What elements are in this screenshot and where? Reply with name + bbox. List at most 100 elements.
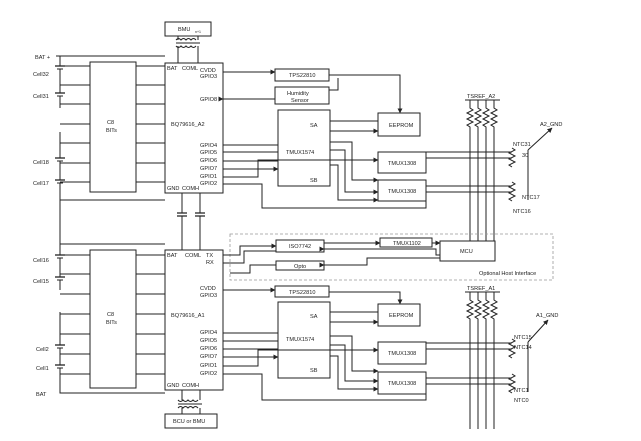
cell16-label: Cell16: [33, 258, 49, 264]
gnd-pin-bottom: GND: [167, 383, 179, 389]
ntc16-label: NTC16: [513, 209, 531, 215]
cell18-label: Cell18: [33, 160, 49, 166]
iso-label: ISO7742: [289, 244, 311, 250]
sb-label-bottom: SB: [310, 368, 318, 374]
tmux-b-label-bottom: TMUX1308: [388, 381, 416, 387]
pin-label: GPIO7: [200, 354, 217, 360]
pin-label: GPIO8: [200, 97, 217, 103]
tmux1308-top-b: TMUX1308: [377, 179, 427, 202]
pin-label: GPIO1: [200, 174, 217, 180]
pin-label: GPIO7: [200, 166, 217, 172]
pin-label: CVDD: [200, 68, 216, 74]
ic-a2-label: BQ79616_A2: [171, 122, 205, 128]
bq79616-a2-ic: BAT COML BQ79616_A2 GND COMH CVDDGPIO3GP…: [164, 62, 224, 194]
pin-label: GPIO6: [200, 346, 217, 352]
cell17-label: Cell17: [33, 181, 49, 187]
pin-label: GPIO1: [200, 363, 217, 369]
eeprom-top: EEPROM: [377, 112, 421, 137]
ntc30-label: 30: [522, 153, 528, 159]
cell31-label: Cell31: [33, 94, 49, 100]
tmux-a-label: TMUX1308: [388, 161, 416, 167]
eeprom-bottom: EEPROM: [377, 303, 421, 327]
a2-gnd-label: A2_GND: [540, 122, 562, 128]
pin-label: GPIO5: [200, 338, 217, 344]
cell15-label: Cell15: [33, 279, 49, 285]
tmux1574-top: SA TMUX1574 SB: [223, 109, 378, 203]
tsref-label-bottom: TSREF_A1: [467, 286, 495, 292]
ntc17-label: NTC17: [522, 195, 540, 201]
battery-stack-bottom: Cell16 Cell15 Cell2 Cell1 BAT: [33, 244, 165, 398]
bmu-label: BMU: [178, 27, 190, 33]
tx-pin: TX: [206, 253, 213, 259]
coml-pin-bottom: COML: [185, 253, 201, 259]
tmux-b-label: TMUX1308: [388, 189, 416, 195]
bq79616-a1-ic: BAT COML TX RX BQ79616_A1 GND COMH CVDDG…: [164, 249, 224, 391]
host-interface: ISO7742 TMUX1102 MCU Opto Optional Host …: [218, 233, 554, 281]
isolation-capacitors: [59, 192, 205, 250]
transformer-top: BMU n+1: [164, 21, 212, 63]
humidity-label-2: Sensor: [291, 98, 309, 104]
tmux1574-label-bottom: TMUX1574: [286, 337, 314, 343]
comh-pin-bottom: COMH: [182, 383, 199, 389]
bmu-sub: n+1: [195, 30, 201, 34]
gnd-pin: GND: [167, 186, 179, 192]
tmux1102-label: TMUX1102: [393, 241, 421, 247]
tps22810-top: TPS22810: [223, 68, 403, 114]
ic-a1-label: BQ79616_A1: [171, 313, 205, 319]
ntc-network-top: TSREF_A2 NTC31 30 NTC17 NTC16 A2_GND: [426, 94, 562, 245]
bat-pin-bottom: BAT: [167, 253, 178, 259]
humidity-sensor: Humidity Sensor: [218, 78, 339, 105]
eeprom-label-bottom: EEPROM: [389, 313, 414, 319]
tmux1308-bottom-a: TMUX1308: [377, 341, 427, 365]
c8-bits-bottom: C8 BITs: [60, 249, 165, 389]
bat-plus-label: BAT +: [35, 55, 50, 61]
bits-label-bottom: BITs: [106, 320, 117, 326]
rx-pin: RX: [206, 260, 214, 266]
pin-label: GPIO3: [200, 74, 217, 80]
sa-label: SA: [310, 123, 318, 129]
host-label: Optional Host Interface: [479, 271, 536, 277]
ntc1-label: NTC1: [514, 388, 529, 394]
pin-label: GPIO6: [200, 158, 217, 164]
right-pins-a2: CVDDGPIO3GPIO8GPIO4GPIO5GPIO6GPIO7GPIO1G…: [200, 68, 217, 187]
pin-label: CVDD: [200, 286, 216, 292]
ntc-network-bottom: TSREF_A1 NTC15 NTC14 NTC1 NTC0 A1_GND: [426, 286, 558, 429]
bcu-label: BCU or BMU: [173, 419, 205, 425]
ntc0-label: NTC0: [514, 398, 529, 404]
bat-pin: BAT: [167, 66, 178, 72]
cell32-label: Cell32: [33, 72, 49, 78]
tmux1308-bottom-b: TMUX1308: [377, 371, 427, 395]
cell2-label: Cell2: [36, 347, 49, 353]
sa-label-bottom: SA: [310, 314, 318, 320]
tmux1574-bottom: SA TMUX1574 SB: [223, 301, 378, 392]
tmux-a-label-bottom: TMUX1308: [388, 351, 416, 357]
pin-label: GPIO5: [200, 150, 217, 156]
pin-label: GPIO4: [200, 143, 217, 149]
tsref-label: TSREF_A2: [467, 94, 495, 100]
tps-label-bottom: TPS22810: [289, 290, 315, 296]
comh-pin: COMH: [182, 186, 199, 192]
pin-label: GPIO4: [200, 330, 217, 336]
bat-label: BAT: [36, 392, 47, 398]
battery-stack-top: BAT + Cell32 Cell31 Cell18 Cell17: [33, 55, 165, 192]
mcu-label: MCU: [460, 249, 473, 255]
c8-label-bottom: C8: [107, 312, 114, 318]
pin-label: GPIO3: [200, 293, 217, 299]
sb-label: SB: [310, 178, 318, 184]
tmux1574-label: TMUX1574: [286, 150, 314, 156]
pin-label: GPIO2: [200, 181, 217, 187]
bits-label: BITs: [106, 128, 117, 134]
pin-label: GPIO2: [200, 371, 217, 377]
ntc15-label: NTC15: [514, 335, 532, 341]
c8-bits-top: C8 BITs: [60, 61, 165, 193]
a1-gnd-label: A1_GND: [536, 313, 558, 319]
c8-label: C8: [107, 120, 114, 126]
tps22810-bottom: TPS22810: [223, 285, 403, 305]
humidity-label-1: Humidity: [287, 91, 309, 97]
ntc14-label: NTC14: [514, 345, 532, 351]
tps-label: TPS22810: [289, 73, 315, 79]
opto-label: Opto: [294, 264, 306, 270]
coml-pin: COML: [182, 66, 198, 72]
